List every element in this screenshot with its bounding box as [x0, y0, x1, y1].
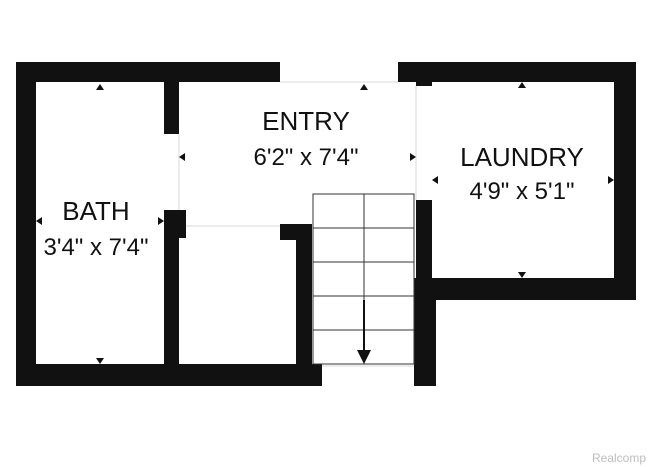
- dimension-arrow-icon: [179, 153, 185, 161]
- walls: [16, 62, 636, 386]
- wall-bath-divider-lower: [164, 210, 179, 366]
- wall-right: [614, 62, 636, 300]
- watermark: Realcomp: [592, 451, 646, 465]
- room-name: LAUNDRY: [460, 142, 584, 172]
- wall-laundry-bottom: [432, 278, 636, 300]
- room-dimensions: 3'4" x 7'4": [44, 234, 149, 261]
- dimension-arrow-icon: [36, 217, 42, 225]
- dimension-arrow-icon: [518, 272, 526, 278]
- dimension-arrow-icon: [158, 217, 164, 225]
- wall-laundry-divider-upper: [416, 62, 432, 86]
- dimension-arrows: [36, 82, 614, 364]
- wall-closet-top-left: [164, 210, 186, 238]
- dimension-arrow-icon: [410, 153, 416, 161]
- wall-stair-left: [296, 224, 312, 386]
- room-dimensions: 6'2" x 7'4": [254, 144, 359, 171]
- room-name: BATH: [62, 196, 129, 226]
- wall-top-right: [398, 62, 636, 82]
- wall-bath-divider-upper: [164, 82, 179, 134]
- dimension-arrow-icon: [432, 176, 438, 184]
- room-dimensions: 4'9" x 5'1": [470, 178, 575, 205]
- openings: [178, 81, 417, 367]
- dimension-arrow-icon: [360, 84, 368, 90]
- room-bath: BATH 3'4" x 7'4": [44, 196, 149, 261]
- wall-laundry-divider-lower: [416, 200, 432, 300]
- wall-top-left: [16, 62, 280, 82]
- stair-direction-arrow-icon: [357, 300, 371, 364]
- room-laundry: LAUNDRY 4'9" x 5'1": [460, 142, 584, 205]
- dimension-arrow-icon: [96, 84, 104, 90]
- room-entry: ENTRY 6'2" x 7'4": [254, 106, 359, 171]
- wall-left: [16, 62, 36, 386]
- room-name: ENTRY: [262, 106, 350, 136]
- dimension-arrow-icon: [96, 358, 104, 364]
- dimension-arrow-icon: [608, 176, 614, 184]
- dimension-arrow-icon: [518, 82, 526, 88]
- wall-bottom-left: [16, 364, 322, 386]
- wall-stair-right: [414, 278, 436, 386]
